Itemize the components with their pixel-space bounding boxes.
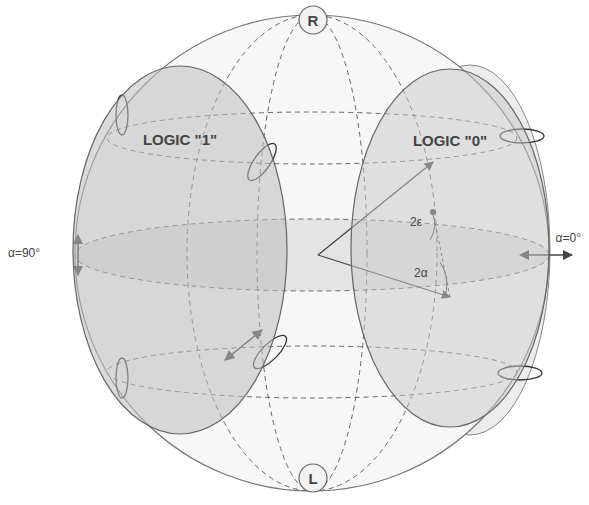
pole-letter: L <box>308 470 317 487</box>
pole-circle: L <box>298 463 328 493</box>
logic-region: LOGIC "0" <box>350 68 550 428</box>
pole-circle: R <box>298 5 328 35</box>
logic-region: LOGIC "1" <box>72 65 288 435</box>
region-title: LOGIC "1" <box>143 131 217 148</box>
ellipse-outline <box>350 68 550 428</box>
angle-label: 2ε <box>410 215 422 229</box>
axis-angle: α=0° <box>554 231 583 245</box>
angle-label: 2α <box>414 266 428 280</box>
ellipse-outline <box>72 65 288 435</box>
pole-letter: R <box>308 12 319 29</box>
region-title: LOGIC "0" <box>413 132 487 149</box>
axis-angle: α=90° <box>6 246 42 260</box>
